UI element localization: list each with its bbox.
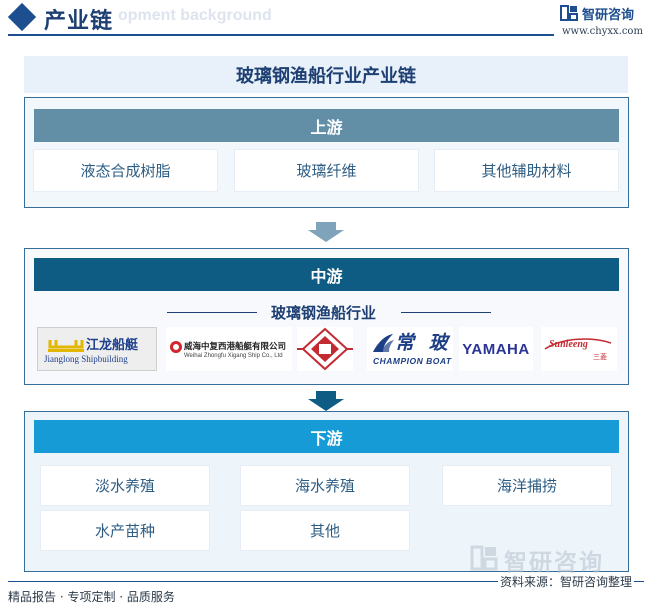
bottom-watermark: 智研咨询 [470, 543, 645, 576]
downstream-item: 水产苗种 [41, 511, 209, 550]
sunleeng-name-cn: 三菱 [593, 353, 607, 361]
yamaha-logo: YAMAHA [459, 327, 533, 371]
red-emblem-logo [297, 327, 353, 371]
upstream-item: 玻璃纤维 [235, 150, 418, 191]
midstream-section: 中游 玻璃钢渔船行业 江龙船艇 Jianglong Shipbuilding 威… [24, 248, 629, 385]
brand-logo-icon [560, 5, 578, 21]
flow-arrow-down-icon [308, 222, 344, 242]
weihai-logo: 威海中复西港船艇有限公司 Weihai Zhongfu Xigang Ship … [166, 327, 292, 371]
downstream-item: 淡水养殖 [41, 466, 209, 505]
header-divider [8, 34, 554, 36]
brand-url: www.chyxx.com [562, 26, 643, 37]
watermark-logo-icon [470, 545, 498, 571]
downstream-item: 其他 [241, 511, 409, 550]
brand-name: 智研咨询 [582, 8, 635, 23]
jianglong-name-cn: 江龙船艇 [86, 338, 139, 353]
upstream-header: 上游 [34, 109, 619, 142]
weihai-name-cn: 威海中复西港船艇有限公司 [184, 342, 287, 352]
yamaha-name: YAMAHA [462, 340, 530, 358]
upstream-section: 上游 液态合成树脂 玻璃纤维 其他辅助材料 [24, 97, 629, 208]
jianglong-mark-icon [48, 340, 84, 352]
main-title: 玻璃钢渔船行业产业链 [236, 65, 416, 87]
downstream-item: 海水养殖 [241, 466, 409, 505]
jianglong-logo: 江龙船艇 Jianglong Shipbuilding [37, 327, 157, 371]
bottom-watermark-text: 智研咨询 [504, 550, 604, 576]
jianglong-name-en: Jianglong Shipbuilding [44, 354, 128, 364]
weihai-name-en: Weihai Zhongfu Xigang Ship Co., Ltd [184, 353, 283, 359]
subtitle-rule-right [401, 312, 491, 313]
upstream-item: 其他辅助材料 [435, 150, 618, 191]
flow-arrow-down-icon [308, 391, 344, 411]
champion-sail-icon [373, 334, 394, 352]
header-watermark: opment background [118, 7, 272, 24]
source-note: 资料来源：智研咨询整理 [498, 573, 635, 590]
page-title: 产业链 [44, 8, 114, 34]
downstream-section: 下游 淡水养殖 海水养殖 海洋捕捞 水产苗种 其他 [24, 411, 629, 572]
midstream-subtitle: 玻璃钢渔船行业 [271, 304, 377, 322]
main-title-banner: 玻璃钢渔船行业产业链 [24, 56, 628, 93]
sunleeng-name-en: Sunleeng [549, 339, 588, 350]
red-emblem-icon [297, 327, 353, 371]
champion-name-en: CHAMPION BOAT [373, 356, 452, 366]
sunleeng-logo: Sunleeng 三菱 [541, 327, 617, 371]
sunleeng-swoosh-icon [544, 338, 612, 350]
champion-boat-logo: 常 玻 CHAMPION BOAT [367, 327, 453, 371]
subtitle-rule-left [167, 312, 257, 313]
downstream-item: 海洋捕捞 [443, 466, 611, 505]
footer-tagline: 精品报告 · 专项定制 · 品质服务 [8, 590, 175, 604]
champion-name-cn: 常 玻 [395, 332, 452, 354]
company-logos: 江龙船艇 Jianglong Shipbuilding 威海中复西港船艇有限公司… [37, 327, 617, 371]
weihai-mark-icon [170, 341, 182, 353]
downstream-header: 下游 [34, 420, 619, 453]
header-diamond-icon [7, 2, 37, 32]
footer-divider [8, 581, 644, 582]
upstream-item: 液态合成树脂 [34, 150, 217, 191]
midstream-header: 中游 [34, 258, 619, 291]
